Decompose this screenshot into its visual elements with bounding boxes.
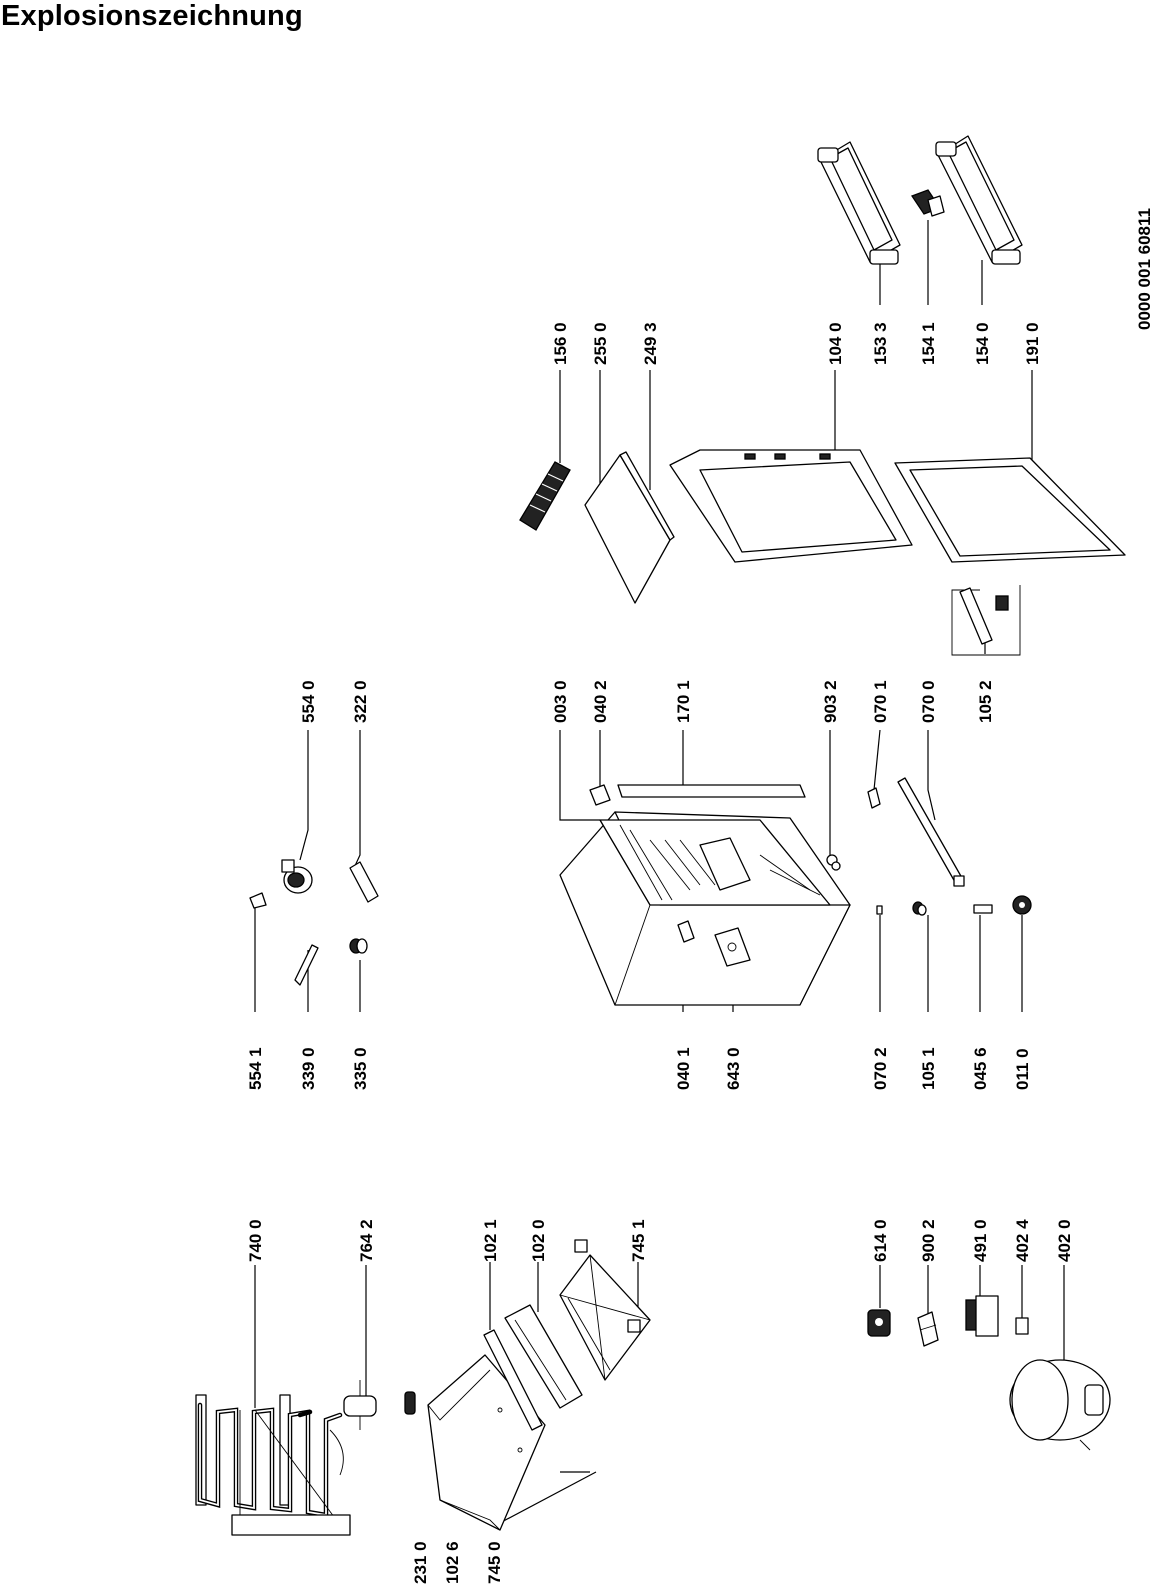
- label-070-0: 070 0: [919, 680, 938, 723]
- part-labels: 740 0 764 2 102 1 102 0 745 1 231 0 102 …: [246, 208, 1154, 1584]
- label-231-0: 231 0: [411, 1541, 430, 1584]
- part-3220-drawing: [349, 861, 379, 903]
- label-339-0: 339 0: [299, 1047, 318, 1090]
- label-040-1: 040 1: [674, 1047, 693, 1090]
- label-745-1: 745 1: [629, 1219, 648, 1262]
- label-322-0: 322 0: [351, 680, 370, 723]
- door-frame-drawing: [669, 449, 913, 563]
- label-335-0: 335 0: [351, 1047, 370, 1090]
- label-614-0: 614 0: [871, 1219, 890, 1262]
- compressor-drawing: [1009, 1359, 1111, 1451]
- label-740-0: 740 0: [246, 1219, 265, 1262]
- bottom-plate-drawing: [427, 1354, 546, 1531]
- tray-drawing: [559, 1239, 651, 1381]
- label-045-6: 045 6: [971, 1047, 990, 1090]
- label-255-0: 255 0: [591, 322, 610, 365]
- part-4910-drawing: [965, 1295, 999, 1337]
- rails-drawing: [483, 1304, 583, 1431]
- part-1051-drawing: [912, 901, 927, 916]
- ice-tray-drawing: [519, 461, 571, 531]
- part-1052-drawing: [951, 585, 1021, 656]
- label-156-0: 156 0: [551, 322, 570, 365]
- label-554-0: 554 0: [299, 680, 318, 723]
- drier-drawing: [343, 1380, 377, 1430]
- label-745-0: 745 0: [485, 1541, 504, 1584]
- label-153-3: 153 3: [871, 322, 890, 365]
- part-0702-drawing: [876, 905, 883, 915]
- leader-lines: [254, 220, 1065, 1526]
- label-249-3: 249 3: [641, 322, 660, 365]
- label-154-1: 154 1: [919, 322, 938, 365]
- label-070-1: 070 1: [871, 680, 890, 723]
- part-6430-drawing: [714, 927, 751, 967]
- thermostat-knob-drawing: [281, 859, 313, 894]
- part-0701-drawing: [867, 787, 881, 809]
- label-154-0: 154 0: [973, 322, 992, 365]
- handle-drawing: [897, 777, 965, 887]
- door-shelf-lower-drawing: [935, 135, 1023, 265]
- evaporator-plate-drawing: [584, 451, 675, 604]
- label-903-2: 903 2: [821, 680, 840, 723]
- label-003-0: 003 0: [551, 680, 570, 723]
- part-9032-drawing: [826, 854, 841, 871]
- door-gasket-drawing: [894, 457, 1126, 563]
- label-191-0: 191 0: [1023, 322, 1042, 365]
- part-4024-drawing: [1015, 1317, 1029, 1335]
- part-0402-drawing: [589, 784, 611, 806]
- part-0456-drawing: [973, 904, 993, 914]
- label-040-2: 040 2: [591, 680, 610, 723]
- label-102-6: 102 6: [443, 1541, 462, 1584]
- label-900-2: 900 2: [919, 1219, 938, 1262]
- part-0401-drawing: [677, 920, 695, 943]
- label-011-0: 011 0: [1013, 1048, 1032, 1090]
- cabinet-drawing: [559, 811, 851, 1006]
- condenser-coil-drawing: [195, 1394, 351, 1536]
- page-title: Explosionszeichnung: [1, 0, 303, 32]
- part-0110-drawing: [1012, 895, 1032, 915]
- part-1541-drawing: [911, 189, 945, 217]
- part-231-drawing: [404, 1391, 416, 1415]
- label-402-4: 402 4: [1013, 1219, 1032, 1262]
- label-102-1: 102 1: [481, 1219, 500, 1262]
- strip-1701-drawing: [617, 784, 806, 798]
- door-shelf-upper-drawing: [817, 141, 901, 265]
- label-554-1: 554 1: [246, 1047, 265, 1090]
- label-070-2: 070 2: [871, 1047, 890, 1090]
- label-105-1: 105 1: [919, 1047, 938, 1090]
- part-9002-drawing: [917, 1311, 939, 1347]
- label-643-0: 643 0: [724, 1047, 743, 1090]
- label-170-1: 170 1: [674, 680, 693, 723]
- label-402-0: 402 0: [1055, 1219, 1074, 1262]
- label-104-0: 104 0: [826, 322, 845, 365]
- label-764-2: 764 2: [357, 1219, 376, 1262]
- small-parts-group: [249, 892, 368, 986]
- document-number: 0000 001 60811: [1135, 208, 1154, 330]
- label-491-0: 491 0: [971, 1219, 990, 1262]
- relay-drawing: [867, 1309, 891, 1337]
- label-102-0: 102 0: [529, 1219, 548, 1262]
- label-105-2: 105 2: [976, 680, 995, 723]
